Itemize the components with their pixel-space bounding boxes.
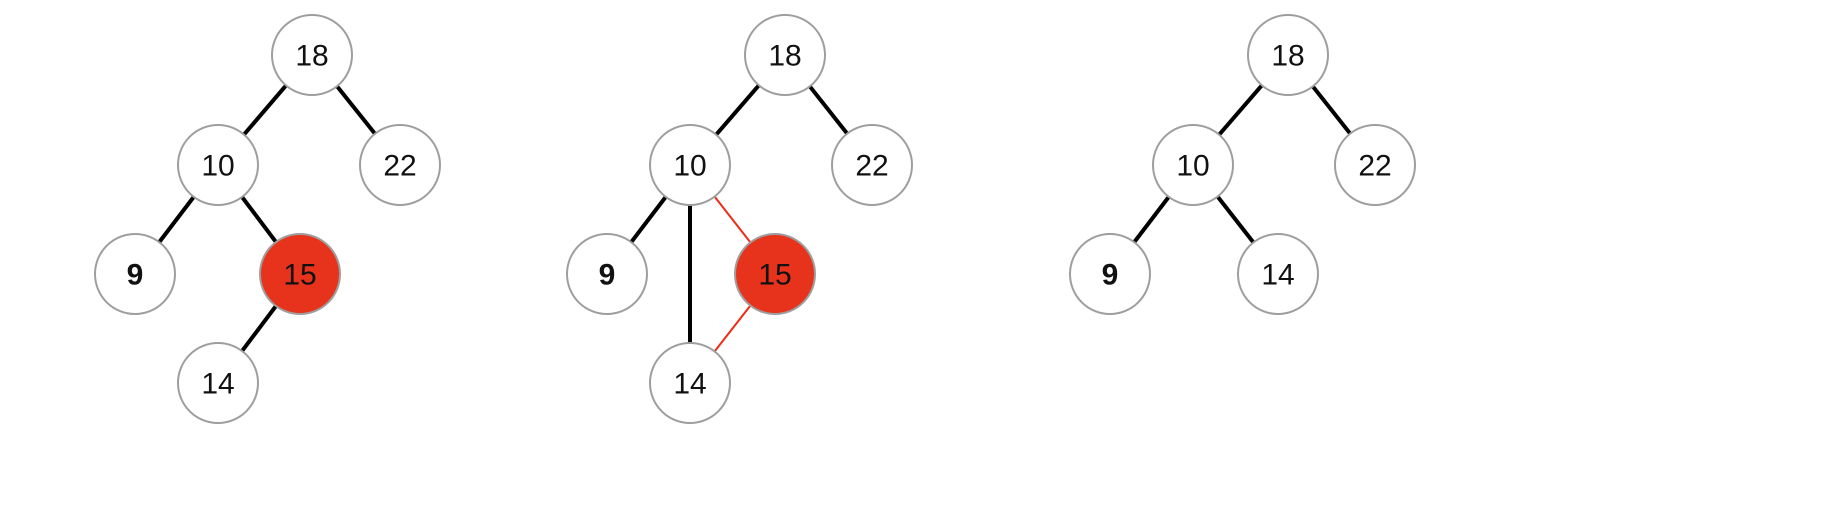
edge-18-to-10 bbox=[713, 82, 762, 138]
tree-node-10[interactable]: 10 bbox=[649, 124, 731, 206]
tree-node-14[interactable]: 14 bbox=[1237, 233, 1319, 315]
edges-layer bbox=[156, 82, 1353, 354]
tree-node-22[interactable]: 22 bbox=[359, 124, 441, 206]
node-circle[interactable] bbox=[1237, 233, 1319, 315]
node-label: 10 bbox=[673, 150, 706, 183]
tree-node-15[interactable]: 15 bbox=[734, 233, 816, 315]
node-circle[interactable] bbox=[831, 124, 913, 206]
node-label: 14 bbox=[1261, 259, 1294, 292]
nodes-layer: 18 10 22 9 15 14 18 10 22 9 15 14 18 10 22 9 14 bbox=[94, 14, 1416, 424]
tree-node-9[interactable]: 9 bbox=[94, 233, 176, 315]
node-label: 22 bbox=[383, 150, 416, 183]
edge-10-to-9 bbox=[1131, 194, 1172, 245]
edge-18-to-22 bbox=[1310, 83, 1353, 137]
tree-node-10[interactable]: 10 bbox=[177, 124, 259, 206]
tree-node-9[interactable]: 9 bbox=[1069, 233, 1151, 315]
node-circle[interactable] bbox=[1152, 124, 1234, 206]
node-label: 18 bbox=[295, 40, 328, 73]
node-circle[interactable] bbox=[1069, 233, 1151, 315]
node-label: 10 bbox=[1176, 150, 1209, 183]
node-label: 15 bbox=[283, 259, 316, 292]
node-circle-highlighted[interactable] bbox=[734, 233, 816, 315]
node-label: 14 bbox=[673, 368, 706, 401]
edge-10-to-15 bbox=[239, 194, 279, 245]
edge-18-to-10 bbox=[241, 82, 289, 138]
node-label: 14 bbox=[201, 368, 234, 401]
node-label: 9 bbox=[599, 259, 616, 292]
edge-18-to-22 bbox=[807, 83, 850, 137]
edge-highlighted-10-to-15 bbox=[712, 194, 753, 245]
node-circle[interactable] bbox=[177, 342, 259, 424]
tree-node-18[interactable]: 18 bbox=[1247, 14, 1329, 96]
node-circle[interactable] bbox=[1334, 124, 1416, 206]
node-circle[interactable] bbox=[177, 124, 259, 206]
node-circle[interactable] bbox=[1247, 14, 1329, 96]
edge-10-to-9 bbox=[156, 194, 197, 245]
node-circle-highlighted[interactable] bbox=[259, 233, 341, 315]
node-label: 15 bbox=[758, 259, 791, 292]
tree-node-14[interactable]: 14 bbox=[649, 342, 731, 424]
edge-10-to-14 bbox=[1214, 193, 1257, 246]
node-circle[interactable] bbox=[94, 233, 176, 315]
node-label: 10 bbox=[201, 150, 234, 183]
tree-node-9[interactable]: 9 bbox=[566, 233, 648, 315]
edge-18-to-22 bbox=[334, 83, 378, 137]
node-label: 9 bbox=[127, 259, 144, 292]
edge-15-to-14 bbox=[239, 303, 279, 354]
tree-node-22[interactable]: 22 bbox=[1334, 124, 1416, 206]
node-label: 22 bbox=[1358, 150, 1391, 183]
edge-highlighted-15-to-14 bbox=[712, 303, 753, 354]
edge-10-to-9 bbox=[628, 194, 669, 245]
tree-node-18[interactable]: 18 bbox=[271, 14, 353, 96]
node-circle[interactable] bbox=[744, 14, 826, 96]
edge-18-to-10 bbox=[1216, 82, 1265, 138]
tree-node-18[interactable]: 18 bbox=[744, 14, 826, 96]
node-label: 9 bbox=[1102, 259, 1119, 292]
tree-node-10[interactable]: 10 bbox=[1152, 124, 1234, 206]
node-circle[interactable] bbox=[566, 233, 648, 315]
node-circle[interactable] bbox=[359, 124, 441, 206]
node-label: 22 bbox=[855, 150, 888, 183]
tree-node-15[interactable]: 15 bbox=[259, 233, 341, 315]
tree-node-14[interactable]: 14 bbox=[177, 342, 259, 424]
node-circle[interactable] bbox=[271, 14, 353, 96]
tree-node-22[interactable]: 22 bbox=[831, 124, 913, 206]
node-circle[interactable] bbox=[649, 124, 731, 206]
node-circle[interactable] bbox=[649, 342, 731, 424]
node-label: 18 bbox=[768, 40, 801, 73]
node-label: 18 bbox=[1271, 40, 1304, 73]
